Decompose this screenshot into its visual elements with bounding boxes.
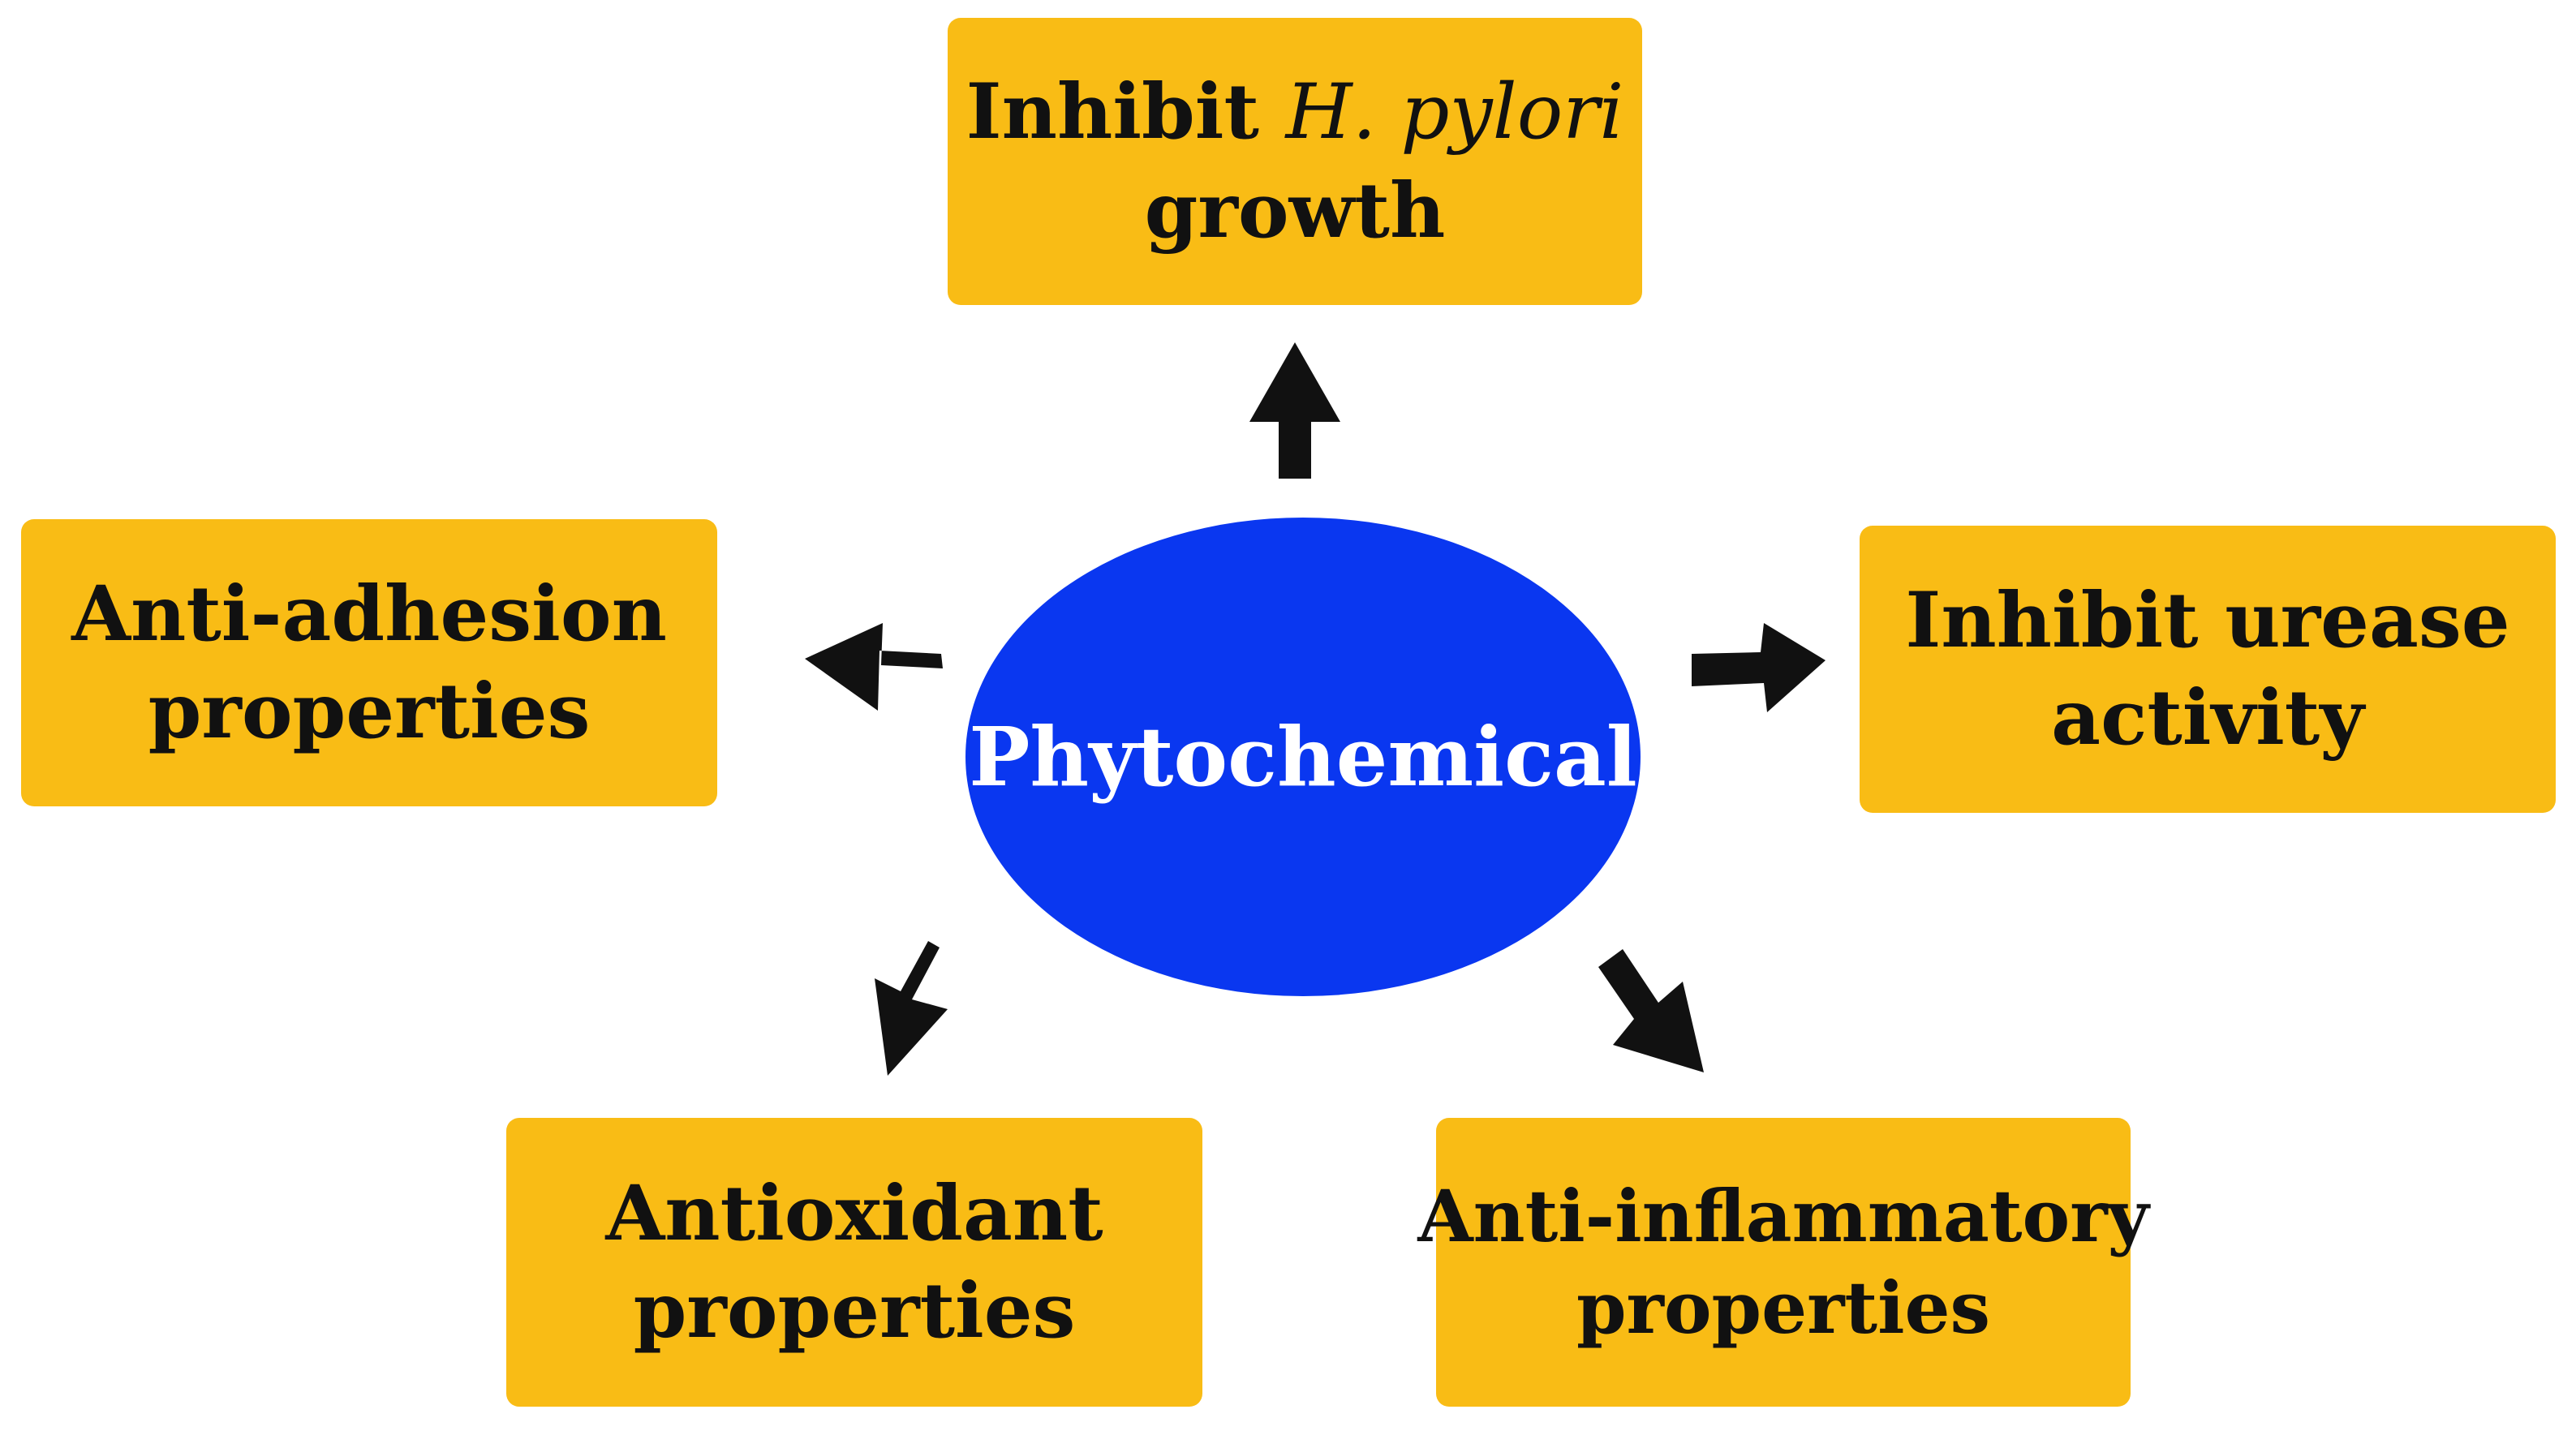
box-top-line1: Inhibit H. pylori [966, 63, 1624, 161]
box-left-line1: Anti-adhesion [71, 569, 667, 659]
box-anti-adhesion: Anti-adhesion properties [21, 519, 717, 806]
hub-label: Phytochemical [969, 709, 1637, 805]
arrow-up [1249, 342, 1340, 479]
arrow-right [1692, 623, 1826, 712]
arrow-left [805, 623, 943, 711]
box-top-line1-bold: Inhibit [965, 67, 1259, 157]
box-antioxidant: Antioxidant properties [506, 1118, 1202, 1407]
box-inhibit-growth: Inhibit H. pylori growth [948, 18, 1642, 305]
box-bl-line2: properties [633, 1266, 1076, 1356]
arrow-down-right [1598, 949, 1704, 1072]
arrow-down-left [875, 941, 948, 1076]
box-right-line2: activity [2051, 673, 2364, 763]
box-br-line1: Anti-inflammatory [1417, 1174, 2149, 1259]
box-top-line2: growth [1144, 165, 1446, 256]
box-anti-inflammatory: Anti-inflammatory properties [1417, 1118, 2149, 1407]
phytochemical-hub: Phytochemical [965, 518, 1641, 996]
box-left-line2: properties [148, 667, 591, 756]
box-br-line2: properties [1576, 1266, 1991, 1350]
box-top-line1-italic: H. pylori [1285, 68, 1624, 157]
box-right-line1: Inhibit urease [1905, 575, 2510, 665]
box-inhibit-urease: Inhibit urease activity [1860, 526, 2556, 813]
box-bl-line1: Antioxidant [605, 1168, 1103, 1258]
